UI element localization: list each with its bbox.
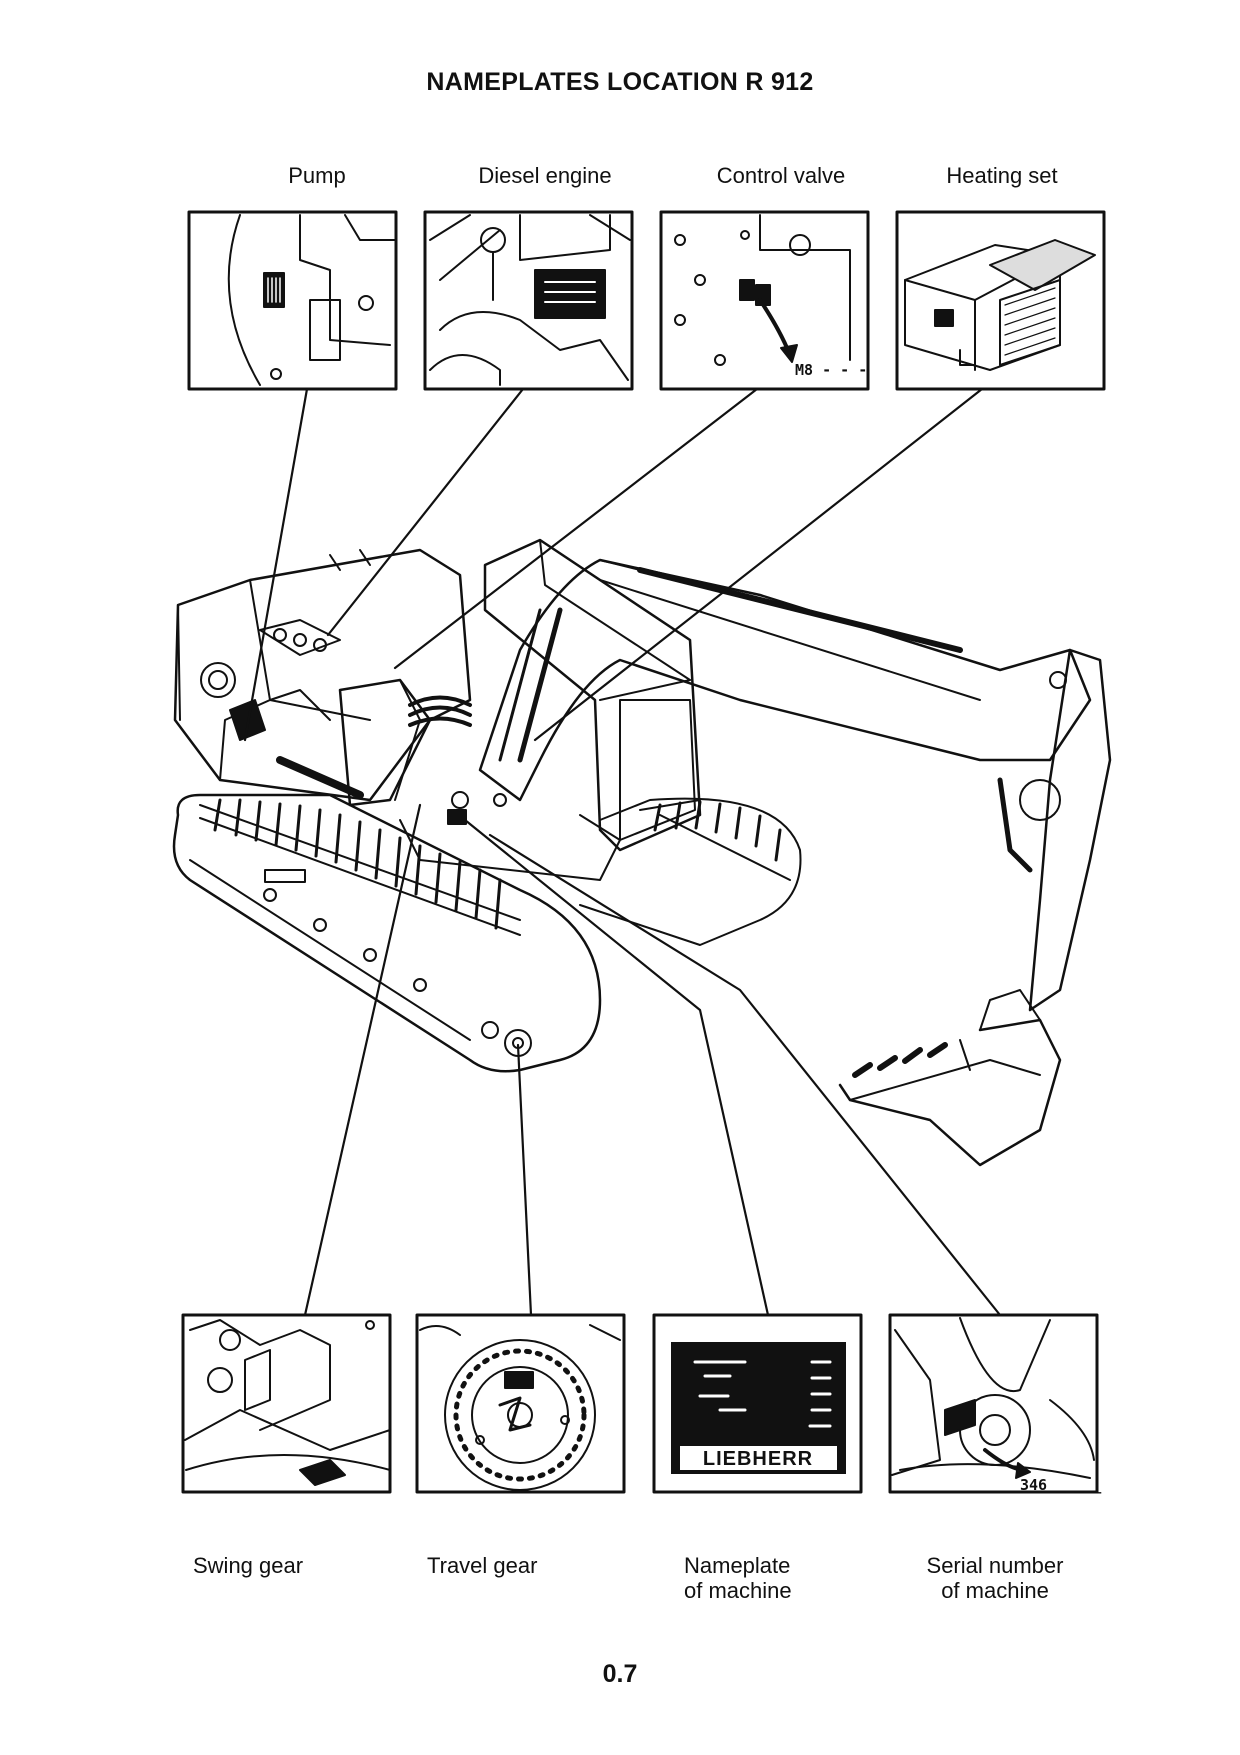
leader-pump	[243, 387, 309, 742]
inset-pump	[187, 210, 398, 391]
label-travel-gear: Travel gear	[427, 1553, 538, 1578]
serial-code: 346 _ _ _	[1020, 1476, 1102, 1494]
label-control-valve: Control valve	[716, 163, 846, 188]
undercarriage	[399, 814, 621, 881]
leader-lines	[243, 387, 1002, 1317]
label-diesel-engine: Diesel engine	[478, 163, 612, 188]
leader-heating-set	[533, 387, 984, 742]
boom	[447, 558, 1092, 825]
inset-nameplate: LIEBHERR	[652, 1313, 863, 1494]
label-serial-number: Serial number of machine	[890, 1553, 1100, 1603]
label-nameplate-line2: of machine	[684, 1578, 792, 1603]
inset-control-valve: M8 - - -	[659, 210, 870, 391]
leader-control-valve	[393, 387, 759, 670]
inset-diesel-engine	[423, 210, 634, 391]
leader-serial-number	[488, 833, 1002, 1317]
leader-swing-gear	[303, 803, 422, 1317]
label-heating-set: Heating set	[946, 163, 1058, 188]
leader-travel-gear	[516, 1043, 533, 1317]
inset-heating-set	[895, 210, 1106, 391]
label-serial-line1: Serial number	[926, 1553, 1064, 1578]
nameplate-brand: LIEBHERR	[703, 1448, 813, 1470]
label-pump: Pump	[288, 163, 346, 188]
inset-travel-gear	[415, 1313, 626, 1494]
track-left	[172, 793, 602, 1073]
stick-and-bucket	[838, 648, 1112, 1167]
page-number: 0.7	[602, 1660, 638, 1688]
inset-serial-number: 346 _ _ _	[888, 1313, 1102, 1494]
superstructure	[173, 548, 472, 807]
label-serial-line2: of machine	[941, 1578, 1049, 1603]
label-nameplate-line1: Nameplate	[684, 1553, 791, 1578]
inset-swing-gear	[181, 1313, 392, 1494]
excavator-drawing	[172, 538, 1112, 1167]
page-title: NAMEPLATES LOCATION R 912	[426, 68, 814, 96]
label-swing-gear: Swing gear	[193, 1553, 304, 1578]
control-valve-code: M8 - - -	[795, 361, 867, 379]
leader-nameplate	[463, 818, 770, 1317]
leader-diesel-engine	[326, 387, 525, 637]
cab	[483, 538, 702, 852]
label-nameplate: Nameplate of machine	[684, 1553, 792, 1603]
